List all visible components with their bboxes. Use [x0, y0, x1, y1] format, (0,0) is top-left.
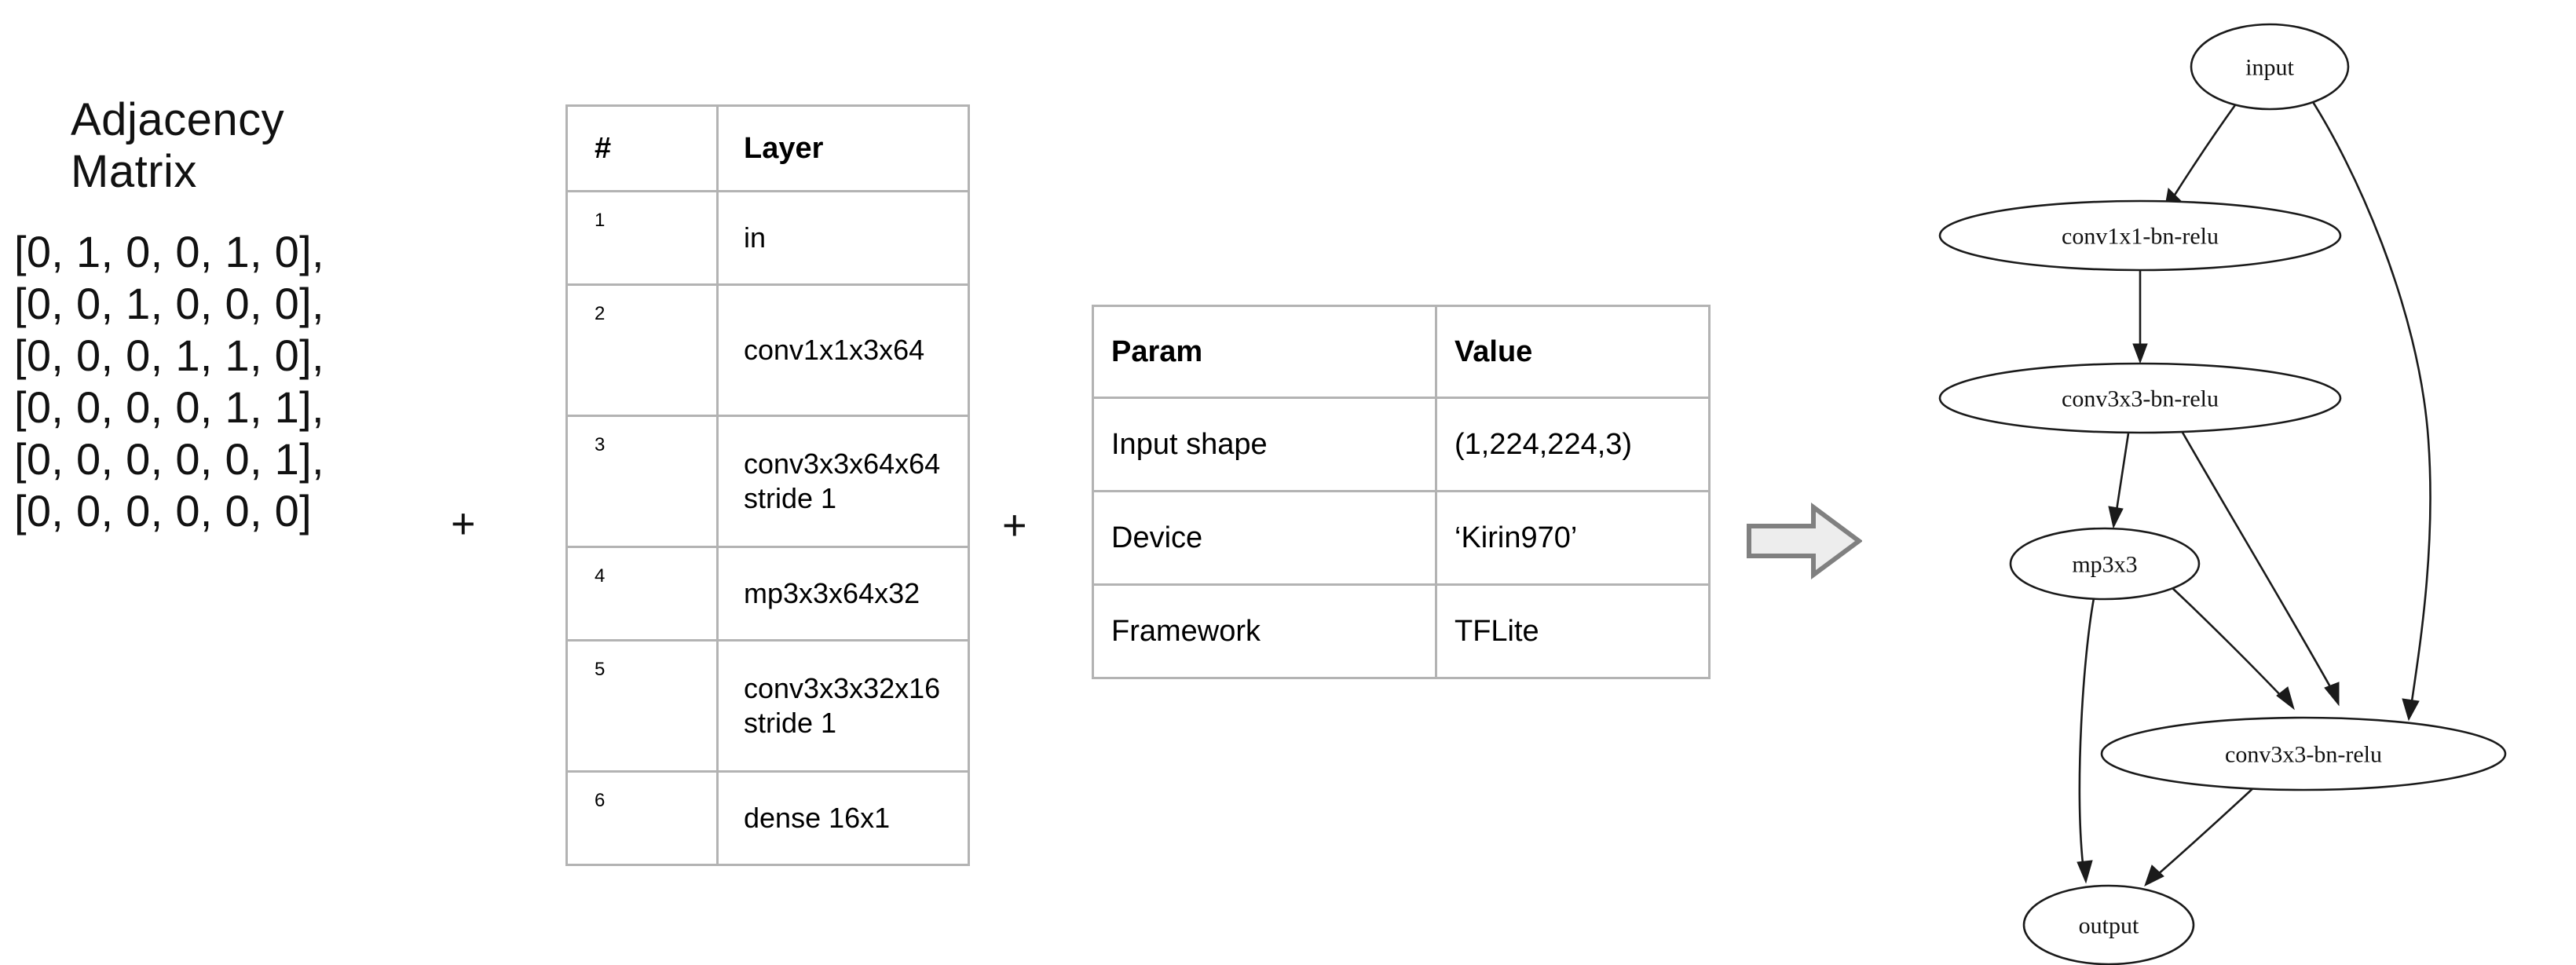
- graph-node-conv1x1-bn-relu[interactable]: conv1x1-bn-relu: [1938, 199, 2342, 272]
- table-row: 3 conv3x3x64x64 stride 1: [565, 415, 970, 548]
- matrix-row: [0, 0, 0, 1, 1, 0],: [14, 331, 324, 380]
- param-row-key: Device: [1092, 490, 1437, 586]
- table-row: Input shape (1,224,224,3): [1092, 397, 1711, 492]
- matrix-row: [0, 0, 0, 0, 0, 0]: [14, 486, 312, 536]
- layer-row-num: 6: [565, 770, 719, 866]
- arrow-head-icon: [2324, 682, 2340, 707]
- table-row: 4 mp3x3x64x32: [565, 546, 970, 642]
- param-row-value: (1,224,224,3): [1435, 397, 1711, 492]
- graph-node-mp3x3[interactable]: mp3x3: [2009, 527, 2201, 601]
- matrix-row: [0, 0, 0, 0, 1, 1],: [14, 382, 324, 432]
- graph-node-conv3x3-bn-relu-upper[interactable]: conv3x3-bn-relu: [1938, 362, 2342, 434]
- layer-row-num: 1: [565, 190, 719, 286]
- plus-operator-2: +: [1002, 502, 1027, 549]
- param-row-value: TFLite: [1435, 583, 1711, 679]
- graph-edge-conv3x3a-conv3x3b: [2180, 430, 2334, 692]
- layer-row-num: 3: [565, 415, 719, 548]
- transform-arrow-icon: [1746, 503, 1864, 579]
- table-header-row: # Layer: [565, 104, 970, 192]
- layer-table: # Layer 1 in 2 conv1x1x3x64 3 conv3x3x64…: [565, 104, 970, 866]
- graph-edge-input-conv3x3b: [2307, 95, 2431, 707]
- graph-edge-mp3x3-conv3x3b: [2171, 587, 2285, 700]
- graph-node-label: input: [2245, 55, 2294, 81]
- architecture-graph: input conv1x1-bn-relu conv3x3-bn-relu mp…: [1869, 0, 2576, 965]
- param-table-header-param: Param: [1092, 305, 1437, 399]
- layer-row-name: dense 16x1: [716, 770, 970, 866]
- param-row-value: ‘Kirin970’: [1435, 490, 1711, 586]
- graph-node-label: conv3x3-bn-relu: [2062, 386, 2219, 412]
- layer-row-num: 4: [565, 546, 719, 642]
- param-row-key: Framework: [1092, 583, 1437, 679]
- arrow-head-icon: [2276, 686, 2295, 711]
- matrix-row: [0, 0, 0, 0, 0, 1],: [14, 434, 324, 484]
- table-row: 6 dense 16x1: [565, 770, 970, 866]
- matrix-row: [0, 0, 1, 0, 0, 0],: [14, 279, 324, 328]
- layer-row-name: conv1x1x3x64: [716, 283, 970, 417]
- layer-row-num: 5: [565, 639, 719, 773]
- table-header-row: Param Value: [1092, 305, 1711, 399]
- adjacency-matrix-title: Adjacency Matrix: [71, 94, 285, 197]
- arrow-head-icon: [2108, 506, 2124, 529]
- param-table: Param Value Input shape (1,224,224,3) De…: [1092, 305, 1711, 679]
- graph-node-label: mp3x3: [2072, 552, 2137, 578]
- adjacency-matrix-block: Adjacency Matrix [0, 1, 0, 0, 1, 0], [0,…: [0, 94, 487, 537]
- layer-table-header-num: #: [565, 104, 719, 192]
- graph-edge-mp3x3-output: [2078, 598, 2095, 864]
- adjacency-matrix-rows: [0, 1, 0, 0, 1, 0], [0, 0, 1, 0, 0, 0], …: [0, 226, 487, 537]
- layer-row-name: in: [716, 190, 970, 286]
- param-table-header-value: Value: [1435, 305, 1711, 399]
- arrow-head-icon: [2144, 864, 2164, 886]
- graph-node-label: output: [2079, 913, 2139, 939]
- table-row: 1 in: [565, 190, 970, 286]
- arrow-head-icon: [2402, 698, 2420, 722]
- arrow-head-icon: [2077, 860, 2093, 884]
- matrix-row: [0, 1, 0, 0, 1, 0],: [14, 227, 324, 276]
- graph-node-input[interactable]: input: [2190, 23, 2350, 111]
- graph-edge-conv3x3a-mp3x3: [2115, 433, 2130, 511]
- graph-node-label: conv1x1-bn-relu: [2062, 224, 2219, 250]
- table-row: 5 conv3x3x32x16 stride 1: [565, 639, 970, 773]
- graph-edge-conv3x3b-output: [2156, 784, 2257, 876]
- table-row: 2 conv1x1x3x64: [565, 283, 970, 417]
- param-row-key: Input shape: [1092, 397, 1437, 492]
- layer-table-header-layer: Layer: [716, 104, 970, 192]
- graph-edge-input-conv1x1: [2171, 102, 2238, 199]
- layer-row-name: conv3x3x64x64 stride 1: [716, 415, 970, 548]
- table-row: Device ‘Kirin970’: [1092, 490, 1711, 586]
- graph-node-output[interactable]: output: [2022, 884, 2195, 965]
- arrow-head-icon: [2132, 343, 2148, 364]
- plus-operator-1: +: [451, 500, 476, 547]
- layer-row-num: 2: [565, 283, 719, 417]
- layer-row-name: conv3x3x32x16 stride 1: [716, 639, 970, 773]
- graph-node-conv3x3-bn-relu-lower[interactable]: conv3x3-bn-relu: [2100, 716, 2507, 791]
- graph-node-label: conv3x3-bn-relu: [2225, 742, 2382, 768]
- table-row: Framework TFLite: [1092, 583, 1711, 679]
- layer-row-name: mp3x3x64x32: [716, 546, 970, 642]
